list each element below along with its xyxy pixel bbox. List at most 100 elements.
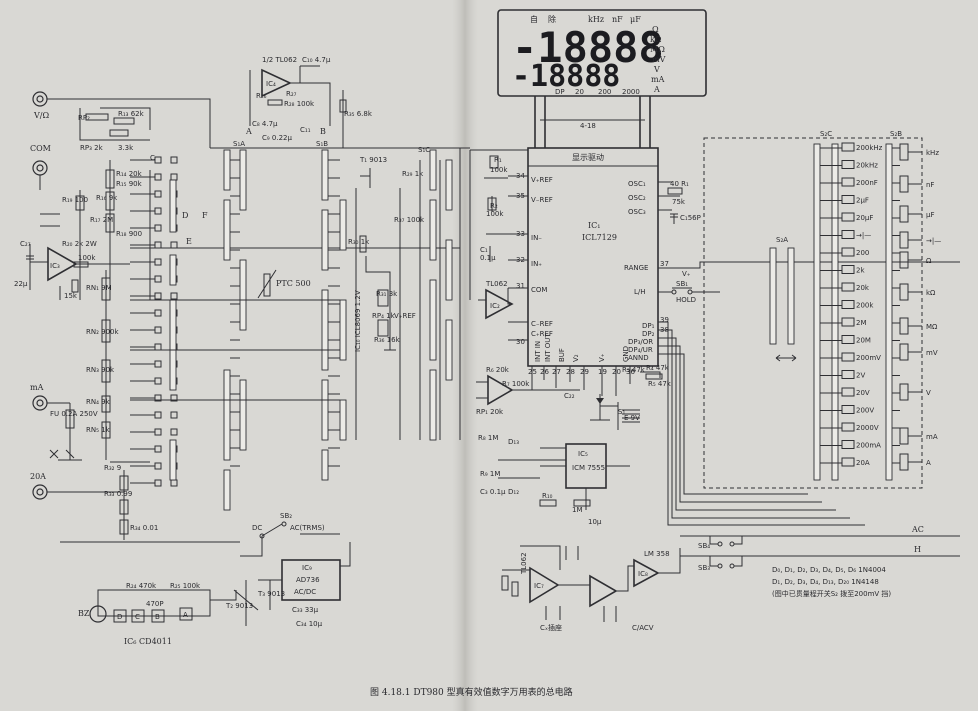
range-label-0: 200kHz <box>856 144 883 152</box>
ic1-label-v2: V₂ <box>572 354 580 362</box>
switch-contact <box>170 428 178 436</box>
r32-label: R₃₂ 9 <box>104 464 121 472</box>
rn2-label: RN₂ 900k <box>86 328 119 336</box>
center-slider-17 <box>429 279 437 361</box>
lcd-unit-1: kΩ <box>650 35 662 44</box>
range-label-12: 200mV <box>856 354 881 362</box>
switch-contact <box>170 411 178 419</box>
node-e-label: E <box>186 237 192 246</box>
switch-contact <box>170 292 178 300</box>
range-contact <box>841 212 855 222</box>
ic1-pin-osc1: OSC₁ <box>628 180 646 188</box>
driver-title: 显示驱动 <box>572 152 604 162</box>
ic1-pin-36: 36 <box>626 368 635 376</box>
t1-label: T₁ 9013 <box>359 156 387 164</box>
ic1-pin-osc3: OSC₃ <box>628 208 646 216</box>
center-slider-19 <box>445 159 453 211</box>
ic1-pin-in-minus: IN₋ <box>531 234 542 242</box>
svg-text:75k: 75k <box>672 198 686 206</box>
ic1-name: IC₁ <box>588 221 601 230</box>
switch-contact <box>154 275 162 283</box>
lcd-ref: 4-18 <box>580 122 596 130</box>
range-label-10: 2M <box>856 319 867 327</box>
node-f-label: F <box>202 211 208 220</box>
left-slider-0 <box>169 179 177 233</box>
center-slider-14 <box>339 399 347 441</box>
range-label-1: 20kHz <box>856 162 878 170</box>
lcd-ind-2: kHz <box>588 15 604 24</box>
ic1-pin-30: 30 <box>516 338 525 346</box>
range-switch-panel: S₂C S₂B S₂A 200kHz20kHz200nF2μF20μF→|—20… <box>703 130 941 489</box>
switch-contact <box>154 411 162 419</box>
ic1-pin-annd: ANND <box>628 354 649 362</box>
icm7555-label: ICM 7555 <box>572 464 605 472</box>
r14-label: R₁₄ 20k <box>116 170 143 178</box>
r9-label: R₉ 1M <box>480 470 500 478</box>
cx-socket-label: Cₓ插座 <box>540 623 562 632</box>
ic2-opamp: TL062 IC₂ <box>478 280 514 320</box>
r7-label: R₇ 100k <box>502 380 530 388</box>
range-contact <box>841 457 855 467</box>
lcd-display: 自 除 kHz nF μF -18888 -18888 DP 20 200 20… <box>497 9 707 97</box>
s2a-label: S₂A <box>776 236 788 244</box>
r36-label: R₃₆ 16k <box>374 336 401 344</box>
legend-line2: D₁, D₂, D₃, D₄, D₁₃, D₂₀ 1N4148 <box>772 578 879 586</box>
ic1-pin-osc2: OSC₂ <box>628 194 646 202</box>
switch-contact <box>154 224 162 232</box>
lcd-range-0: DP <box>555 88 565 96</box>
center-slider-15 <box>429 149 437 191</box>
ad736-label: AD736 <box>296 576 320 584</box>
lcd-unit-3: mV <box>652 55 666 64</box>
ic1-label-vplus: V₊ <box>598 353 606 362</box>
node-d-label: D <box>182 211 188 220</box>
range-contact <box>841 387 855 397</box>
c10-label: C₁₀ 4.7μ <box>302 56 331 64</box>
lcd-ind-1: 除 <box>548 14 556 24</box>
lcd-ind-4: μF <box>630 15 641 24</box>
center-slider-4 <box>223 369 231 461</box>
lcd-ind-0: 自 <box>530 14 538 24</box>
node-b-label: B <box>320 127 326 136</box>
s1a-label: S₁A <box>233 140 245 148</box>
range-contact <box>841 230 855 239</box>
range-contact <box>841 300 855 309</box>
ptc-label: PTC 500 <box>276 279 311 288</box>
range-contact <box>841 335 855 344</box>
unit-label-6: MΩ <box>926 323 938 331</box>
r6-label: R₆ 20k <box>486 366 510 374</box>
lcd-main-digits: -18888 <box>512 23 664 72</box>
ic1-pin-dp1: DP₁ <box>642 322 655 330</box>
center-slider-6 <box>223 469 231 511</box>
range-label-6: 200 <box>856 249 869 257</box>
range-label-16: 2000V <box>856 424 879 432</box>
switch-contact <box>170 156 178 164</box>
r100k-label: 100k <box>78 254 96 262</box>
c27-value: 22μ <box>14 280 28 288</box>
lcd-ind-3: nF <box>612 15 623 24</box>
ic1-pin-39: 39 <box>660 316 669 324</box>
t3-label: T₃ 9013 <box>257 590 285 598</box>
r3-label: 3.3k <box>118 144 134 152</box>
ic2-tl062-label: TL062 <box>485 280 508 288</box>
ac-trms-label: AC(TRMS) <box>290 524 325 532</box>
r29-label: R₂₉ 1k <box>402 170 424 178</box>
ic1-label-int-in: INT IN <box>534 341 542 362</box>
center-slider-18 <box>429 369 437 441</box>
r34-label: R₃₄ 0.01 <box>130 524 158 532</box>
terminal-ma-label: mA <box>30 383 44 392</box>
unit-bracket <box>899 427 909 445</box>
r8-label: R₈ 1M <box>478 434 498 442</box>
s1b-label: S₁B <box>316 140 328 148</box>
ic1-pin-26: 26 <box>540 368 549 376</box>
svg-text:C₁56P: C₁56P <box>680 214 701 222</box>
ic6-name: IC₆ CD4011 <box>124 637 172 646</box>
range-contact <box>841 422 855 432</box>
svg-text:1M: 1M <box>572 506 583 514</box>
unit-bracket <box>899 453 909 471</box>
svg-text:R₅ 47k: R₅ 47k <box>648 380 672 388</box>
ic1-pin-lh: L/H <box>634 288 646 296</box>
sb2-label: SB₂ <box>280 512 292 520</box>
terminal-20a-label: 20A <box>30 472 46 481</box>
